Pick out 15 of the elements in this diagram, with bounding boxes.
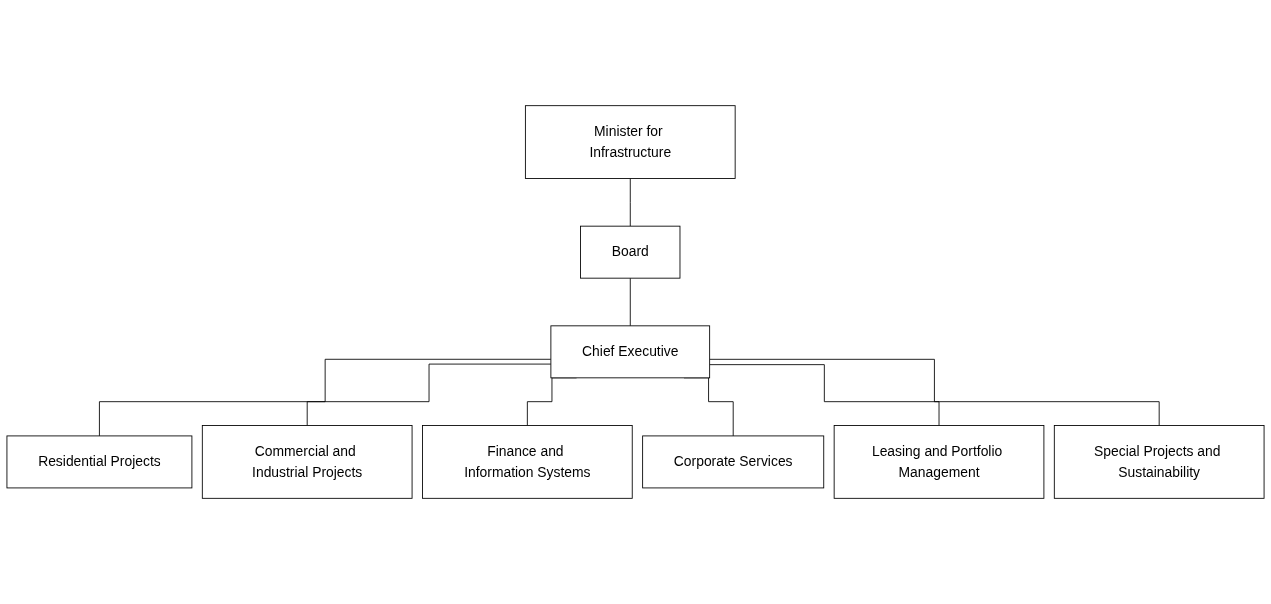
- node-box: Chief Executive: [550, 325, 711, 379]
- node-box: Corporate Services: [642, 435, 825, 489]
- connector: [629, 277, 631, 327]
- connector: [306, 363, 552, 426]
- connector: [99, 358, 552, 437]
- node-box: Commercial and Industrial Projects: [201, 425, 413, 499]
- node-box: Special Projects and Sustainability: [1053, 425, 1265, 499]
- node-box: Minister for Infrastructure: [524, 105, 736, 179]
- connector: [629, 178, 631, 227]
- node-box: Residential Projects: [6, 435, 193, 489]
- node-box: Board: [580, 225, 681, 279]
- node-box: Leasing and Portfolio Management: [833, 425, 1045, 499]
- node-box: Finance and Information Systems: [422, 425, 633, 499]
- connector: [709, 364, 940, 426]
- connector: [709, 358, 1160, 426]
